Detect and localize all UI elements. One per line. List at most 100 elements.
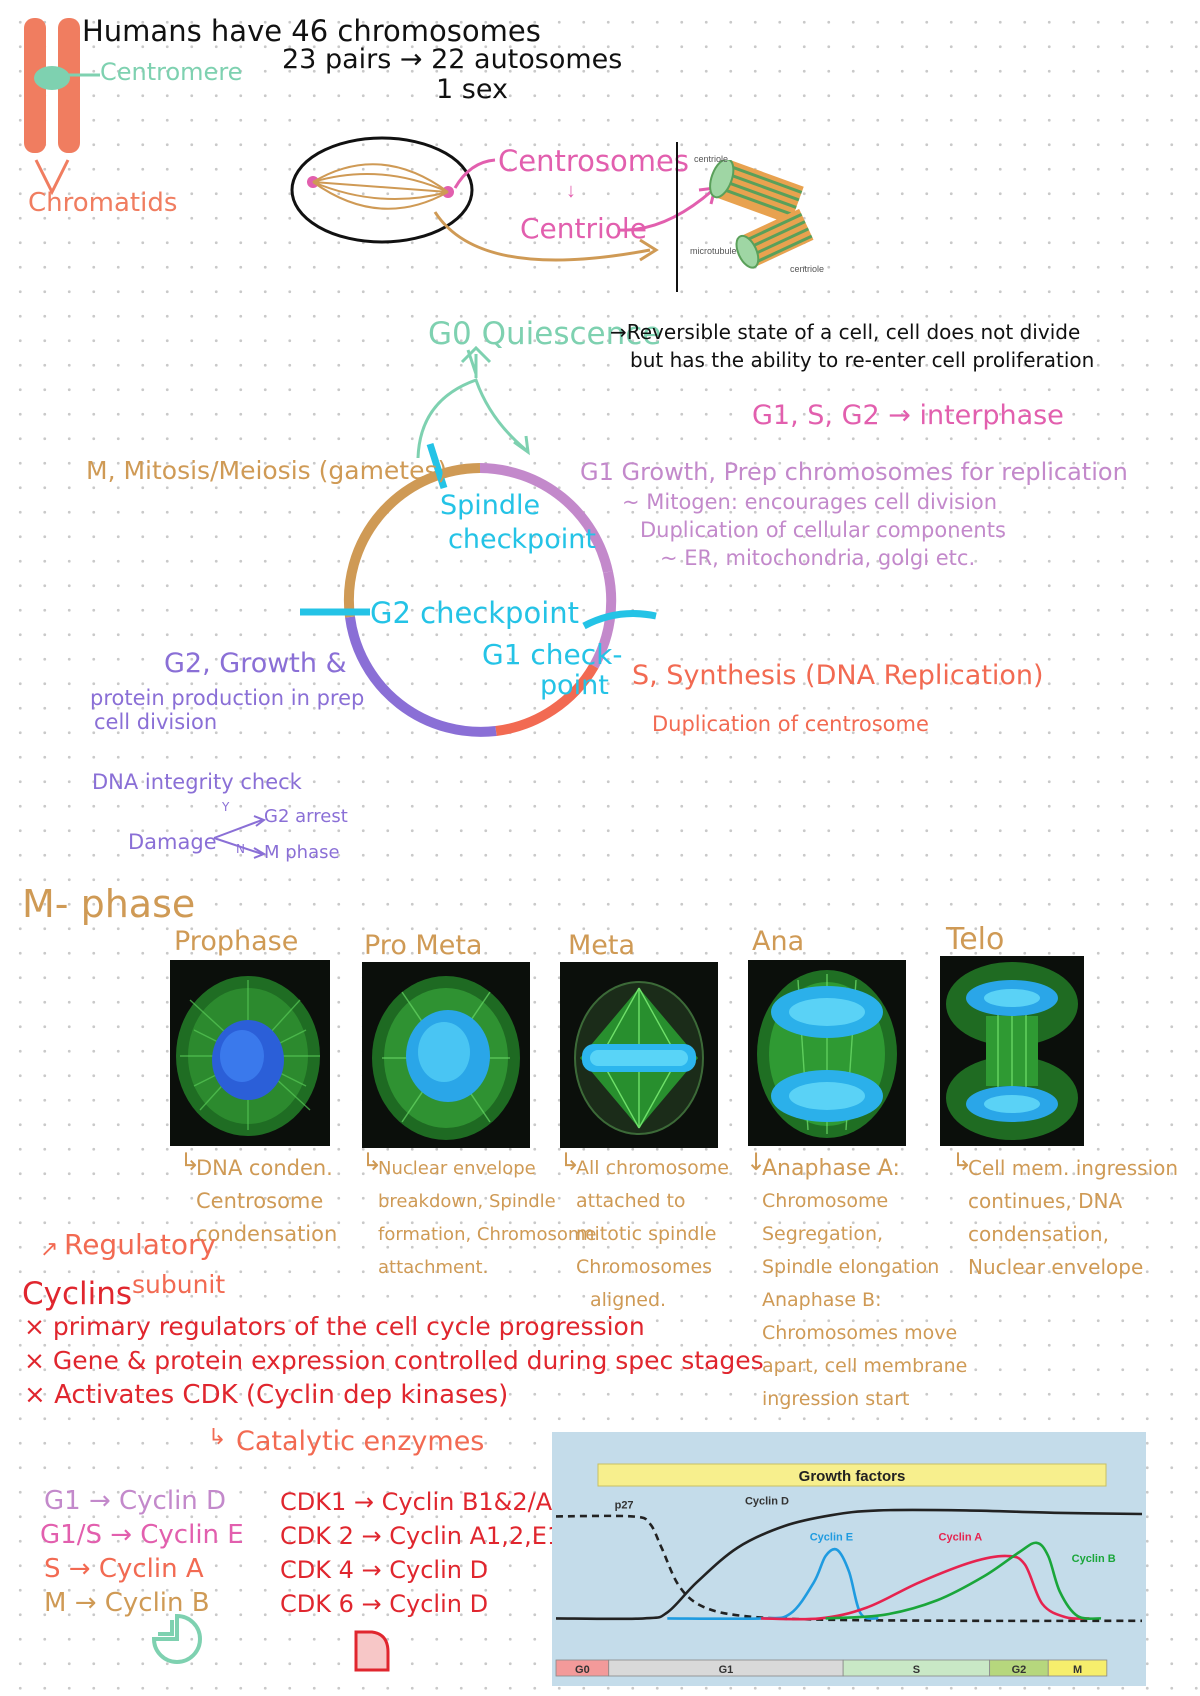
series-label: Cyclin A [939,1531,983,1543]
g2-line2: protein production in prep [90,686,365,710]
prophase-micrograph [170,960,330,1146]
down-arrow-icon: ↓ [746,1148,767,1176]
phase-label: M [1073,1664,1082,1676]
chromosome-drawing [24,18,80,196]
note-line: Anaphase B: [762,1289,882,1311]
growth-factors-label: Growth factors [799,1468,906,1485]
g0-title: G0 Quiescence [428,316,662,352]
damage-branch-arrows [213,815,267,859]
series-line-cyclin-b [825,1541,1102,1620]
g1-line2: ~ Mitogen: encourages cell division [622,490,998,514]
growth-factors-bar [597,1463,1107,1487]
down-arrow-icon: ↳ [180,1148,201,1176]
phase-label: S [913,1664,920,1676]
g2-title: G2, Growth & [164,648,347,679]
stage-name-meta: Meta [568,930,636,961]
regulatory-label: Regulatory [64,1228,217,1261]
interphase-label: G1, S, G2 → interphase [752,400,1064,431]
prophase-note: ↳ DNA conden. Centrosome condensation [180,1148,337,1251]
cyclins-title: Cyclins [22,1276,133,1312]
cell-cycle-diagram [300,345,657,737]
cyclin-map-g1: G1 → Cyclin D [44,1486,227,1516]
centromere-pointer [62,73,100,77]
g0-desc-line1: →Reversible state of a cell, cell does n… [610,320,1081,344]
telophase-note: ↳ Cell mem. ingression continues, DNA co… [952,1148,1178,1284]
note-line: Nuclear envelope [378,1158,536,1179]
damage-label: Damage [128,830,217,854]
g1-line3: Duplication of cellular components [640,518,1006,542]
chromatids-label: Chromatids [28,188,178,218]
catalytic-arrow-icon: ↳ [208,1424,227,1449]
catalytic-label: Catalytic enzymes [236,1426,485,1457]
note-line: Chromosomes move [762,1322,958,1344]
stage-name-telo: Telo [946,922,1005,957]
note-line: Nuclear envelope [968,1255,1144,1279]
centrosomes-label: Centrosomes [498,144,689,178]
note-line: aligned. [590,1289,667,1311]
bullet-text: Activates CDK (Cyclin dep kinases) [54,1380,509,1410]
series-label: p27 [615,1499,634,1511]
subunit-label: subunit [132,1270,226,1299]
divider-line [676,142,678,292]
centriole-diagram-label-bottom: centriole [790,264,825,274]
cdk-shape-icon [354,1630,390,1672]
anaphase-micrograph [748,960,906,1146]
chromosome-heading-line3: 1 sex [436,74,508,105]
metaphase-note: ↳ All chromosome attached to mitotic spi… [560,1148,729,1317]
g0-desc-line2: but has the ability to re-enter cell pro… [630,348,1095,372]
bullet-icon: × [24,1380,46,1410]
cdk-map-2: CDK 2 → Cyclin A1,2,E1&2 [280,1522,597,1550]
bullet-text: Gene & protein expression controlled dur… [52,1346,764,1375]
cyclin-bullet-3: × Activates CDK (Cyclin dep kinases) [24,1380,508,1410]
series-line-cyclin-e [667,1547,879,1621]
note-line: DNA conden. [196,1156,333,1180]
note-line: formation, Chromosome [378,1224,597,1245]
cyclin-bullet-1: × primary regulators of the cell cycle p… [24,1312,645,1341]
s-phase-desc: Duplication of centrosome [652,712,929,736]
g1-title: G1 Growth, Prep chromosomes for replicat… [580,458,1128,486]
cyclin-map-g1s: G1/S → Cyclin E [40,1520,244,1550]
cyclin-map-m: M → Cyclin B [44,1588,210,1618]
down-arrow-icon: ↓ [566,180,576,202]
telophase-micrograph [940,956,1084,1146]
note-line: Centrosome [196,1189,324,1213]
series-label: Cyclin B [1072,1553,1116,1565]
spindle-checkpoint-line2: checkpoint [448,524,596,555]
series-layer [555,1508,1143,1623]
mphase-title: M- phase [22,882,196,926]
s-phase-label: S, Synthesis (DNA Replication) [632,660,1044,691]
note-line: Anaphase A: [762,1156,900,1181]
cyclin-map-s: S → Cyclin A [44,1554,204,1584]
spindle-cell-drawing [290,136,659,262]
phase-label: G1 [719,1664,734,1676]
series-labels: p27 Cyclin D Cyclin E Cyclin A Cyclin B [615,1495,1116,1565]
stage-name-ana: Ana [752,926,805,957]
bullet-icon: × [24,1346,45,1375]
note-line: Chromosome [762,1190,889,1212]
prometaphase-note: ↳ Nuclear envelope breakdown, Spindle fo… [362,1148,597,1284]
spindle-checkpoint-line1: Spindle [440,490,541,521]
centriole-diagram [709,160,814,269]
series-line-p27 [555,1514,1143,1623]
series-label: Cyclin E [810,1531,853,1543]
g2-checkpoint-label: G2 checkpoint [370,596,580,630]
bullet-text: primary regulators of the cell cycle pro… [52,1312,645,1341]
note-line: attached to [576,1190,686,1212]
stage-name-prometa: Pro Meta [364,930,483,961]
chromosome-heading-line1: Humans have 46 chromosomes [82,14,541,48]
cdk-map-3: CDK 4 → Cyclin D [280,1556,489,1584]
centriole-label: Centriole [520,212,647,245]
phase-label: G2 [1012,1664,1027,1676]
note-line: apart, cell membrane [762,1355,968,1377]
chromosome-heading-line2: 23 pairs → 22 autosomes [282,44,623,75]
series-label: Cyclin D [745,1495,789,1507]
note-line: Segregation, [762,1223,884,1245]
note-line: breakdown, Spindle [378,1191,556,1212]
g1-line4: ~ ER, mitochondria, golgi etc. [660,546,976,570]
series-line-cyclin-a [761,1554,1090,1621]
g1-checkpoint-line1: G1 check- [482,638,623,671]
note-line: continues, DNA [968,1189,1123,1213]
series-line-cyclin-d [555,1508,1143,1621]
